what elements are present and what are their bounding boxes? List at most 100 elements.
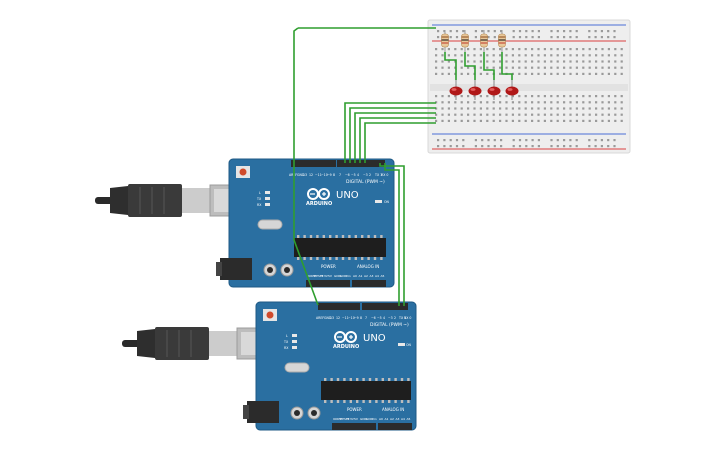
breadboard-hole (563, 72, 566, 75)
led[interactable] (468, 80, 482, 100)
breadboard-hole (493, 30, 496, 33)
breadboard-hole (556, 54, 559, 57)
breadboard-hole (550, 145, 553, 148)
chip-pin (330, 400, 333, 403)
breadboard-hole (455, 30, 459, 33)
breadboard-hole (600, 36, 603, 39)
breadboard-hole (613, 145, 616, 148)
breadboard-hole (537, 107, 540, 110)
chip-pin (373, 235, 377, 238)
breadboard-hole (582, 60, 585, 63)
breadboard-hole (563, 66, 566, 69)
led[interactable] (487, 80, 501, 100)
breadboard-hole (550, 60, 553, 63)
breadboard-hole (594, 36, 597, 39)
chip-pin (303, 257, 306, 260)
svg-text:~3: ~3 (388, 316, 393, 320)
usb-cable-top[interactable] (95, 184, 251, 217)
breadboard-hole (479, 66, 482, 69)
breadboard-hole (575, 145, 578, 148)
breadboard-hole (600, 30, 603, 33)
arduino-uno-board-bottom[interactable]: AREF GND 13 12 ~11 ~10 ~9 8 7 ~6 ~5 4 ~3… (243, 301, 417, 431)
breadboard-hole (449, 145, 452, 148)
breadboard-hole (479, 95, 482, 98)
svg-text:A5: A5 (381, 274, 385, 278)
breadboard-hole (550, 113, 553, 116)
breadboard-hole (575, 30, 578, 33)
breadboard-hole (563, 139, 566, 142)
svg-text:ON: ON (384, 200, 390, 204)
breadboard-hole (460, 48, 463, 51)
breadboard-hole (620, 101, 623, 104)
breadboard-hole (582, 101, 585, 104)
breadboard-hole (512, 30, 515, 33)
breadboard-hole (620, 95, 623, 98)
breadboard-hole (588, 36, 591, 39)
svg-text:IOREF: IOREF (307, 274, 316, 278)
breadboard-hole (518, 113, 521, 116)
svg-text:8: 8 (333, 173, 335, 177)
breadboard-hole (582, 95, 585, 98)
digital-header-left (318, 303, 360, 310)
breadboard-hole (460, 60, 463, 63)
breadboard-hole (563, 113, 566, 116)
breadboard-hole (563, 107, 566, 110)
crystal-oscillator (284, 362, 310, 373)
breadboard-hole (614, 48, 617, 51)
led[interactable] (505, 80, 519, 100)
resistor-group (441, 30, 506, 52)
breadboard-hole (601, 54, 604, 57)
breadboard-hole (441, 107, 444, 110)
chip-pin (349, 378, 352, 381)
breadboard-hole (467, 113, 470, 116)
breadboard-hole (435, 95, 438, 98)
breadboard-hole (455, 139, 459, 142)
svg-text:~9: ~9 (327, 173, 332, 177)
led[interactable] (449, 80, 463, 100)
resistor[interactable] (441, 30, 449, 52)
breadboard-hole (473, 113, 476, 116)
breadboard[interactable] (427, 19, 631, 154)
breadboard-hole (582, 54, 585, 57)
breadboard-hole (447, 119, 450, 122)
breadboard-hole (447, 48, 450, 51)
breadboard-hole (569, 48, 572, 51)
svg-text:4: 4 (357, 173, 359, 177)
svg-text:RX 0: RX 0 (404, 316, 411, 320)
breadboard-hole (543, 72, 546, 75)
usb-cable-bottom[interactable] (122, 327, 278, 360)
resistor[interactable] (480, 30, 488, 52)
chip-pin (362, 400, 365, 403)
dc-jack-icon (220, 258, 252, 280)
digital-pin-labels: AREF GND 13 12 ~11 ~10 ~9 8 7 ~6 ~5 4 ~3… (316, 316, 411, 320)
breadboard-hole (613, 139, 616, 142)
breadboard-hole (479, 54, 482, 57)
breadboard-hole (492, 54, 495, 57)
breadboard-hole (614, 119, 617, 122)
breadboard-hole (518, 48, 521, 51)
breadboard-hole (499, 54, 502, 57)
breadboard-hole (441, 66, 444, 69)
breadboard-hole (582, 66, 585, 69)
breadboard-hole (594, 30, 597, 33)
chip-pin (400, 400, 404, 403)
breadboard-hole (454, 48, 457, 51)
breadboard-hole (518, 72, 521, 75)
breadboard-hole (543, 113, 546, 116)
resistor[interactable] (461, 30, 469, 52)
svg-text:A1: A1 (385, 417, 389, 421)
breadboard-hole (511, 107, 514, 110)
chip-pin (349, 400, 352, 403)
breadboard-hole (588, 101, 591, 104)
breadboard-hole (595, 54, 598, 57)
svg-text:2: 2 (394, 316, 396, 320)
arduino-uno-board-top[interactable]: AREF GND 13 12 ~11 ~10 ~9 8 7 ~6 ~5 4 ~3… (216, 158, 395, 288)
breadboard-hole (474, 36, 477, 39)
analog-label: ANALOG IN (382, 407, 404, 412)
resistor[interactable] (498, 30, 506, 52)
breadboard-hole (492, 101, 495, 104)
chip-pin (388, 378, 391, 381)
svg-text:A2: A2 (390, 417, 394, 421)
chip-pin (394, 378, 397, 381)
